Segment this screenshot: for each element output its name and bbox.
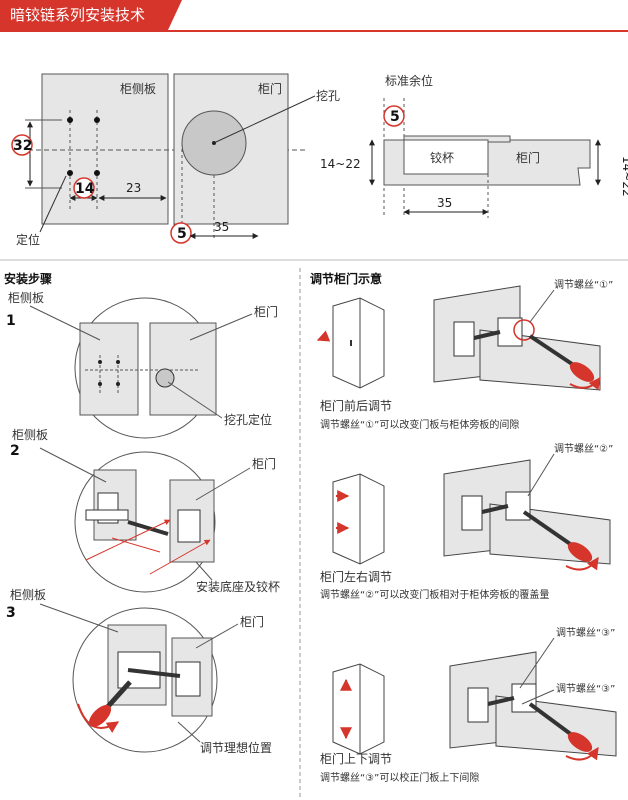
page-title: 暗铰链系列安装技术 (0, 0, 182, 30)
step1-side-label: 柜侧板 (8, 291, 44, 305)
top-locate-label: 定位 (16, 232, 40, 247)
step2-side-label: 柜侧板 (12, 428, 48, 442)
adjust1-title: 柜门前后调节 (320, 398, 392, 413)
step3-number: 3 (6, 605, 16, 621)
install-heading: 安装步骤 (4, 271, 52, 286)
dim-5a: 5 (177, 226, 187, 242)
adjust3-screw2-label: 调节螺丝“③” (556, 683, 615, 695)
adjust3-desc: 调节螺丝“③”可以校正门板上下间隙 (320, 771, 479, 784)
top-hole-label: 挖孔 (316, 88, 340, 103)
adjust2-screw-label: 调节螺丝“②” (554, 443, 613, 455)
adjust3-title: 柜门上下调节 (320, 751, 392, 766)
top-section-view: 标准余位 5 铰杯 柜门 14~22 14~22 35 (320, 73, 628, 218)
step3-door-label: 柜门 (240, 614, 264, 629)
step-2: 柜侧板 2 柜门 安装底座及铰杯 (10, 428, 280, 594)
adjust-3: 调节螺丝“③” 调节螺丝“③” 柜门上下调节 调节螺丝“③”可以校正门板上下间隙 (320, 627, 617, 784)
top-cabinet-side-panel: 柜侧板 32 14 23 定位 (11, 73, 305, 247)
top-door-panel: 柜门 挖孔 5 35 (170, 73, 340, 244)
title-bar: 暗铰链系列安装技术 (0, 0, 628, 34)
standard-margin-label: 标准余位 (385, 73, 433, 88)
top-door2-label: 柜门 (516, 150, 540, 165)
step3-side-label: 柜侧板 (10, 588, 46, 602)
dim-35b: 35 (437, 196, 452, 210)
adjust2-title: 柜门左右调节 (320, 569, 392, 584)
adjust1-desc: 调节螺丝“①”可以改变门板与柜体旁板的间隙 (320, 418, 519, 431)
top-door-label: 柜门 (258, 81, 282, 96)
step3-note: 调节理想位置 (200, 740, 272, 755)
step1-note: 挖孔定位 (224, 412, 272, 427)
step2-number: 2 (10, 443, 20, 459)
cup-label: 铰杯 (430, 150, 454, 165)
top-cabinet-side-label: 柜侧板 (120, 82, 156, 96)
dim-35a: 35 (214, 220, 229, 234)
step-1: 柜侧板 1 柜门 挖孔定位 (6, 291, 278, 439)
adjust-1: 调节螺丝“①” 柜门前后调节 调节螺丝“①”可以改变门板与柜体旁板的间隙 (316, 279, 613, 431)
dim-1422b: 14~22 (620, 156, 628, 197)
step2-note: 安装底座及铰杯 (196, 579, 280, 594)
adjust-2: 调节螺丝“②” 柜门左右调节 调节螺丝“②”可以改变门板相对于柜体旁板的覆盖量 (320, 443, 613, 601)
step1-door-label: 柜门 (254, 304, 278, 319)
step1-number: 1 (6, 313, 16, 329)
step-3: 柜侧板 3 柜门 调节理想位置 (6, 588, 272, 755)
step2-door-label: 柜门 (252, 456, 276, 471)
dim-23: 23 (126, 181, 141, 195)
adjust1-screw-label: 调节螺丝“①” (554, 279, 613, 291)
dim-32: 32 (13, 138, 32, 154)
adjust2-desc: 调节螺丝“②”可以改变门板相对于柜体旁板的覆盖量 (320, 588, 549, 601)
dim-14: 14 (75, 181, 95, 197)
dim-5b: 5 (390, 109, 400, 125)
title-underline (0, 30, 628, 32)
dim-1422a: 14~22 (320, 157, 361, 171)
adjust-heading: 调节柜门示意 (310, 271, 382, 286)
adjust3-screw1-label: 调节螺丝“③” (556, 627, 615, 639)
